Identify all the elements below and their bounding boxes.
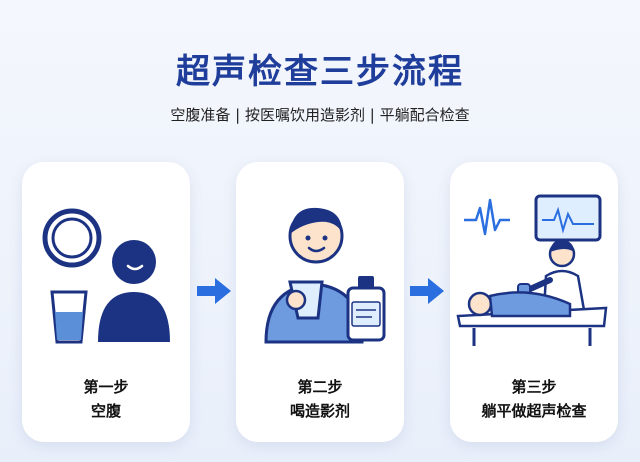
step-card-3: 第三步 躺平做超声检查 <box>450 162 618 442</box>
page-subtitle: 空腹准备 | 按医嘱饮用造影剂 | 平躺配合检查 <box>170 106 470 124</box>
person-drinking-icon <box>264 207 364 344</box>
contrast-bottle-icon <box>346 276 386 342</box>
patient-lying-icon <box>456 291 608 346</box>
step1-illustration <box>42 208 170 344</box>
step3-number: 第三步 <box>511 378 557 396</box>
page-title: 超声检查三步流程 <box>176 52 464 92</box>
empty-plate-icon <box>42 208 102 268</box>
person-silhouette-icon <box>98 240 170 342</box>
step3-name: 躺平做超声检查 <box>481 402 587 420</box>
arrow-right-icon <box>197 278 231 304</box>
step2-number: 第二步 <box>297 378 343 396</box>
step2-illustration <box>264 207 386 344</box>
arrow-right-icon <box>410 278 444 304</box>
step-card-2: 第二步 喝造影剂 <box>236 162 404 442</box>
ultrasound-monitor-icon <box>464 194 602 242</box>
step2-name: 喝造影剂 <box>289 402 350 420</box>
water-glass-icon <box>50 290 88 344</box>
step1-number: 第一步 <box>83 378 129 396</box>
step1-name: 空腹 <box>90 402 121 420</box>
step-card-1: 第一步 空腹 <box>22 162 190 442</box>
step3-illustration <box>456 194 608 346</box>
